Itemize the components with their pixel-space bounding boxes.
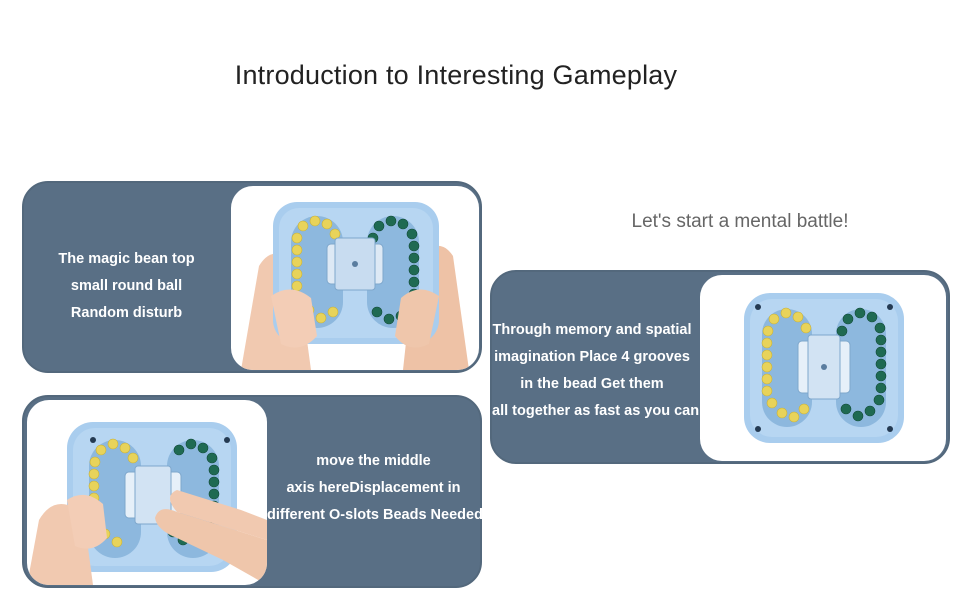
hand-sliding-axis-image [27, 400, 267, 585]
card-1-line-2: small round ball [70, 278, 183, 294]
card-1-line-1: The magic bean top [58, 251, 195, 267]
gameplay-card-1: The magic bean top small round ball Rand… [22, 181, 482, 373]
magic-bean-puzzle-image [700, 275, 946, 461]
card-2-line-1: Through memory and spatial [492, 322, 692, 338]
magic-bean-puzzle-in-hands-image [231, 186, 479, 370]
card-1-text: The magic bean top small round ball Rand… [24, 246, 229, 327]
page-title: Introduction to Interesting Gameplay [234, 60, 678, 90]
card-3-text: move the middle axis hereDisplacement in… [267, 448, 483, 529]
card-1-line-3: Random disturb [70, 305, 183, 321]
card-2-line-3: in the bead Get them [520, 376, 664, 392]
card-3-line-2: axis hereDisplacement in [286, 480, 461, 496]
card-2-line-4: all together as fast as you can [492, 403, 700, 419]
card-3-line-3: different O-slots Beads Needed [267, 507, 483, 523]
card-2-text: Through memory and spatial imagination P… [492, 317, 700, 425]
card-3-line-1: move the middle [316, 453, 431, 469]
tagline: Let's start a mental battle! [631, 211, 849, 232]
gameplay-card-2: Through memory and spatial imagination P… [490, 270, 950, 464]
card-2-line-2: imagination Place 4 grooves [494, 349, 690, 365]
gameplay-card-3: move the middle axis hereDisplacement in… [22, 395, 483, 588]
